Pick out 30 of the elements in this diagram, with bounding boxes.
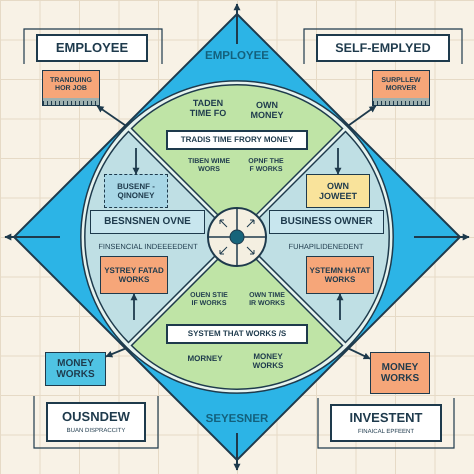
quadrant-text: MONEY WORKS xyxy=(252,352,284,370)
arrow xyxy=(348,348,371,360)
note-card: OWN JOWEET xyxy=(306,174,370,208)
text-banner: SYSTEM THAT WORKS /S xyxy=(166,324,308,344)
title-card: EMPLOYEE xyxy=(36,34,148,62)
arrow xyxy=(334,148,342,175)
title-card xyxy=(46,402,146,442)
arrow xyxy=(348,105,376,126)
note-card: MONEY WORKS xyxy=(370,352,430,394)
title-band: BESNSNEN OVNE xyxy=(90,210,205,234)
title-band: BUSINESS OWNER xyxy=(269,210,384,234)
quadrant-text: TADEN TIME FO xyxy=(190,98,226,118)
heading-text: SEYESNER xyxy=(206,413,268,425)
note-card: BUSENF -QINONEY xyxy=(104,174,168,208)
title-card: SELF-EMPLYED xyxy=(316,34,450,62)
quadrant-text: OWN MONEY xyxy=(250,100,284,120)
quadrant-text: MORNEY xyxy=(187,354,223,363)
title-text: OUSNDEW xyxy=(62,410,130,425)
heading-text: EMPLOYEE xyxy=(205,50,269,62)
note-card: YSTEMN HATAT WORKS xyxy=(306,256,374,294)
title-text: INVESTENT xyxy=(350,410,422,426)
arrow xyxy=(336,293,344,320)
note-card: YSTREY FATAD WORKS xyxy=(100,256,168,294)
arrow xyxy=(96,105,126,126)
arrow xyxy=(132,148,140,175)
note-card: MONEY WORKS xyxy=(45,352,106,386)
text-banner: TRADIS TIME FRORY MONEY xyxy=(166,130,308,150)
title-card xyxy=(330,404,442,442)
arrow xyxy=(130,293,138,320)
arrow xyxy=(105,348,126,358)
